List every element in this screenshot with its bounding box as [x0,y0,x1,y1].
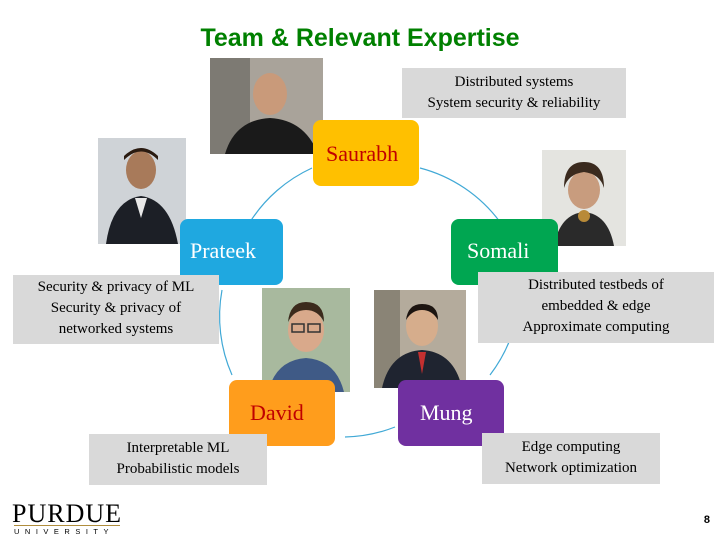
expertise-line: Distributed testbeds of [528,277,664,293]
person-icon [374,290,466,388]
prateek-name: Prateek [190,238,256,263]
arc-david-prateek [219,289,233,376]
prateek-expertise: Security & privacy of ML Security & priv… [13,275,219,344]
person-icon [262,288,350,392]
logo-divider [14,525,120,526]
expertise-line: Security & privacy of [50,300,182,316]
expertise-line: Approximate computing [522,319,670,335]
david-name: David [250,400,304,425]
person-icon [210,58,323,154]
expertise-line: System security & reliability [427,95,601,111]
arc-saurabh-somali [419,167,501,223]
person-icon [542,150,626,246]
expertise-line: Security & privacy of ML [37,279,195,295]
purdue-logo: PURDUE [12,499,123,528]
expertise-line: Interpretable ML [126,440,230,456]
somali-photo [542,150,626,246]
prateek-photo [98,138,186,244]
arc-mung-david [344,426,396,438]
prateek-node: Prateek [180,219,283,285]
slide-title: Team & Relevant Expertise [200,24,520,52]
saurabh-expertise: Distributed systems System security & re… [402,68,626,118]
mung-photo [374,290,466,388]
saurabh-node: Saurabh [313,120,419,186]
david-photo [262,288,350,392]
saurabh-name: Saurabh [326,141,399,166]
expertise-line: embedded & edge [541,298,651,314]
person-icon [98,138,186,244]
expertise-line: Probabilistic models [116,461,240,477]
somali-expertise: Distributed testbeds of embedded & edge … [478,272,714,343]
somali-name: Somali [467,238,530,263]
mung-name: Mung [420,400,473,425]
expertise-line: Network optimization [504,460,638,476]
page-number: 8 [703,514,710,526]
expertise-line: networked systems [58,321,174,337]
mung-expertise: Edge computing Network optimization [482,433,660,484]
expertise-line: Edge computing [521,439,621,455]
david-expertise: Interpretable ML Probabilistic models [89,434,267,485]
mung-node: Mung [398,380,504,446]
expertise-line: Distributed systems [454,74,574,90]
saurabh-photo [210,58,323,154]
purdue-logo-subtitle: UNIVERSITY [14,527,115,536]
arc-prateek-saurabh [249,167,313,223]
